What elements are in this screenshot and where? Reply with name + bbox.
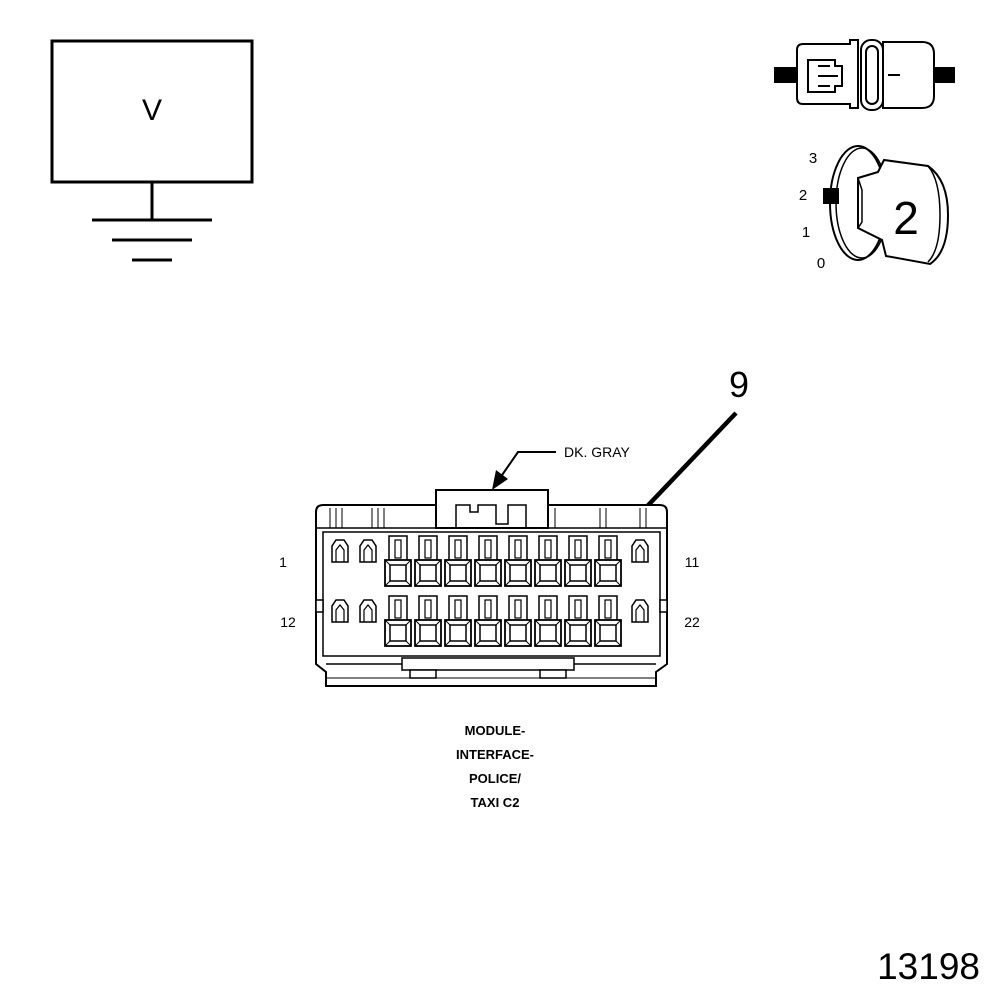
terminal-top-7 [564, 535, 592, 587]
ignition-position-0: 0 [817, 255, 825, 272]
ignition-position-3: 3 [809, 150, 817, 167]
latch-bottom-1 [331, 599, 349, 623]
ignition-position-1: 1 [802, 224, 810, 241]
ignition-key-label: 2 [893, 192, 919, 244]
terminal-bottom-8 [594, 595, 622, 647]
terminal-bottom-7 [564, 595, 592, 647]
terminal-bottom-1 [384, 595, 412, 647]
latch-top-1 [331, 539, 349, 563]
voltmeter-symbol: V [50, 39, 254, 262]
latch-top-2 [359, 539, 377, 563]
voltmeter-label: V [142, 94, 162, 127]
latch-bottom-2 [359, 599, 377, 623]
pin-label-bottom-right: 22 [684, 614, 700, 630]
terminal-bottom-2 [414, 595, 442, 647]
connector-name-line-2: INTERFACE- [456, 747, 534, 762]
terminal-top-8 [594, 535, 622, 587]
figure-number: 13198 [877, 946, 980, 987]
pin-label-top-right: 11 [685, 554, 700, 570]
ignition-position-marker [823, 188, 839, 204]
connector-name: MODULE- INTERFACE- POLICE/ TAXI C2 [456, 723, 534, 810]
ignition-switch-icon: 3 2 1 0 2 [799, 145, 950, 272]
connector-color-label: DK. GRAY [564, 444, 631, 460]
terminal-top-6 [534, 535, 562, 587]
connector-name-line-4: TAXI C2 [471, 795, 520, 810]
terminal-top-1 [384, 535, 412, 587]
connector-name-line-1: MODULE- [465, 723, 526, 738]
terminal-top-2 [414, 535, 442, 587]
terminal-bottom-3 [444, 595, 472, 647]
connector-name-line-3: POLICE/ [469, 771, 521, 786]
connector-face [315, 489, 668, 687]
color-label-leader: DK. GRAY [492, 444, 631, 490]
terminal-bottom-6 [534, 595, 562, 647]
ignition-position-2: 2 [799, 187, 807, 204]
connector-pair-icon [774, 39, 955, 111]
latch-top-end [631, 539, 649, 563]
pin-label-bottom-left: 12 [280, 614, 296, 630]
terminal-top-3 [444, 535, 472, 587]
terminal-top-4 [474, 535, 502, 587]
terminal-cavities [331, 535, 649, 647]
callout-number: 9 [729, 364, 749, 405]
terminal-top-5 [504, 535, 532, 587]
ground-icon [92, 218, 212, 262]
terminal-bottom-5 [504, 595, 532, 647]
latch-bottom-end [631, 599, 649, 623]
terminal-bottom-4 [474, 595, 502, 647]
connector-latch [435, 489, 549, 529]
pin-label-top-left: 1 [279, 554, 287, 570]
